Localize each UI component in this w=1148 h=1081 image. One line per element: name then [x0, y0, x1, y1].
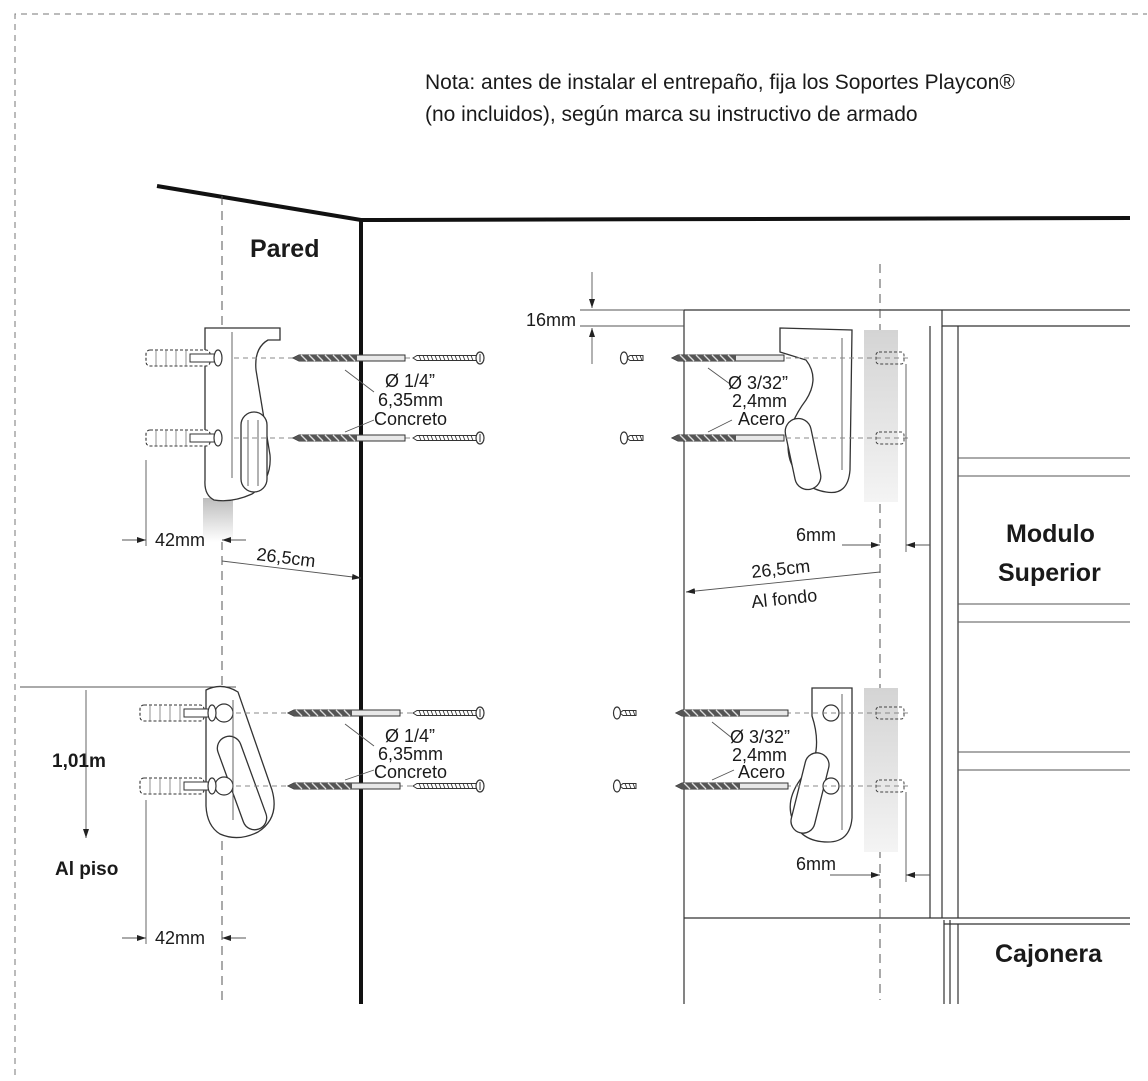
right-bottom-bracket: [789, 687, 853, 843]
svg-text:26,5cm: 26,5cm: [256, 544, 317, 571]
svg-text:Ø 3/32”: Ø 3/32”: [728, 373, 788, 393]
drill-metric: 6,35mm: [378, 390, 443, 410]
pilot-holes-bottom: [875, 706, 905, 793]
note-line-1: Nota: antes de instalar el entrepaño, fi…: [425, 71, 1015, 94]
svg-text:Concreto: Concreto: [374, 762, 447, 782]
drill-label-top-left: Ø 1/4” 6,35mm Concreto: [344, 369, 447, 433]
svg-text:16mm: 16mm: [526, 310, 576, 330]
note-line-2: (no incluidos), según marca su instructi…: [425, 103, 918, 126]
dim-wall-depth: 26,5cm: [221, 544, 362, 580]
svg-text:Acero: Acero: [738, 762, 785, 782]
left-bottom-bracket: [205, 685, 275, 839]
svg-text:Ø 1/4”: Ø 1/4”: [385, 726, 435, 746]
svg-text:Ø 3/32”: Ø 3/32”: [730, 727, 790, 747]
svg-text:2,4mm: 2,4mm: [732, 391, 787, 411]
dim-height-to-floor: 1,01m Al piso: [52, 690, 118, 880]
dim-6mm-bottom: 6mm: [796, 792, 930, 882]
svg-text:6mm: 6mm: [796, 525, 836, 545]
dim-shelf-thickness: 16mm: [526, 272, 684, 364]
drawer-label: Cajonera: [995, 940, 1103, 968]
left-top-bracket: [203, 327, 281, 542]
wall-label: Pared: [250, 235, 319, 263]
svg-text:42mm: 42mm: [155, 530, 205, 550]
upper-module-label-2: Superior: [998, 559, 1101, 587]
height-label: 1,01m: [52, 751, 106, 772]
dim-42mm-top: 42mm: [122, 460, 246, 550]
svg-text:Al fondo: Al fondo: [750, 585, 818, 612]
page-border: [14, 13, 1147, 1075]
dim-module-depth: 26,5cm Al fondo: [685, 556, 881, 612]
svg-text:6mm: 6mm: [796, 854, 836, 874]
drill-label-bottom-right: Ø 3/32” 2,4mm Acero: [711, 721, 790, 782]
drill-diameter: Ø 1/4”: [385, 371, 435, 391]
svg-text:Acero: Acero: [738, 409, 785, 429]
upper-module-label-1: Modulo: [1006, 520, 1095, 548]
svg-text:26,5cm: 26,5cm: [750, 556, 811, 582]
drill-material: Concreto: [374, 409, 447, 429]
drill-label-bottom-left: Ø 1/4” 6,35mm Concreto: [344, 723, 447, 782]
pilot-holes-top: [875, 351, 905, 445]
floor-label: Al piso: [55, 859, 118, 880]
drill-label-top-right: Ø 3/32” 2,4mm Acero: [707, 367, 788, 433]
upper-module: [683, 309, 1130, 1004]
dim-42mm-bottom: 42mm: [122, 800, 246, 948]
dim-6mm-top: 6mm: [796, 364, 930, 552]
right-top-bracket: [779, 327, 853, 494]
svg-text:42mm: 42mm: [155, 928, 205, 948]
wall: [156, 184, 1131, 1004]
svg-text:6,35mm: 6,35mm: [378, 744, 443, 764]
svg-text:2,4mm: 2,4mm: [732, 745, 787, 765]
